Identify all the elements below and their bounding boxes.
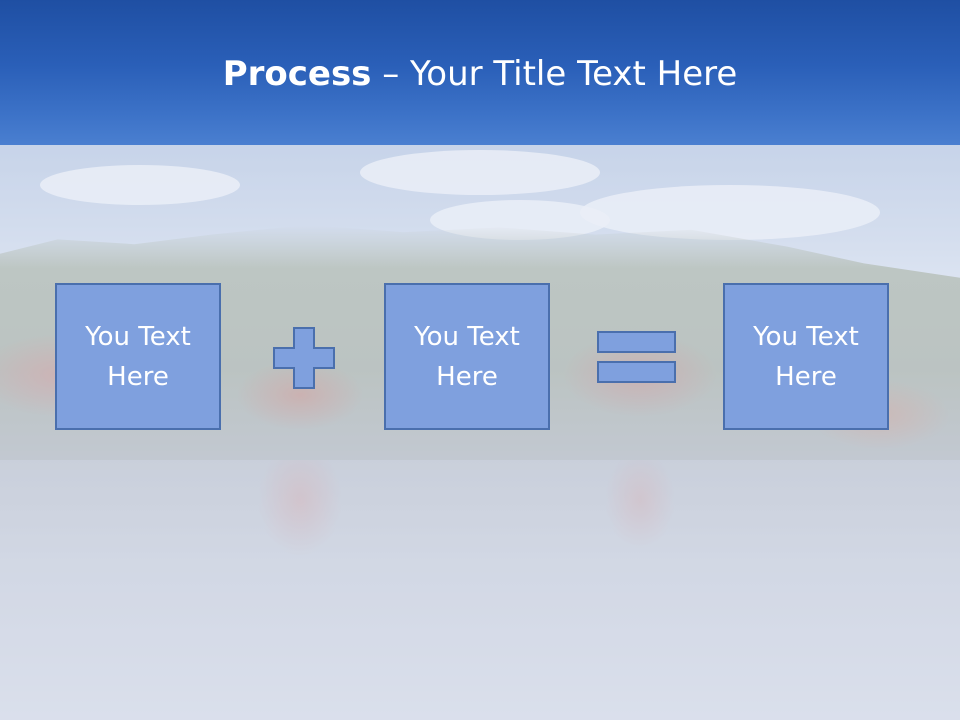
title-bold: Process — [222, 54, 372, 94]
title-rest: – Your Title Text Here — [371, 54, 738, 94]
process-box-3[interactable]: You Text Here — [723, 283, 889, 430]
slide-title: Process – Your Title Text Here — [0, 52, 960, 96]
title-bar: Process – Your Title Text Here — [0, 0, 960, 145]
lake — [0, 460, 960, 720]
plus-icon — [273, 327, 335, 389]
process-box-2[interactable]: You Text Here — [384, 283, 550, 430]
cloud — [40, 165, 240, 205]
background-photo — [0, 145, 960, 720]
cloud — [580, 185, 880, 240]
photo-wash — [0, 145, 960, 720]
process-box-1[interactable]: You Text Here — [55, 283, 221, 430]
equals-icon — [597, 331, 676, 383]
process-box-2-text: You Text Here — [414, 321, 520, 392]
cloud — [360, 150, 600, 195]
process-box-1-text: You Text Here — [85, 321, 191, 392]
process-box-3-text: You Text Here — [753, 321, 859, 392]
